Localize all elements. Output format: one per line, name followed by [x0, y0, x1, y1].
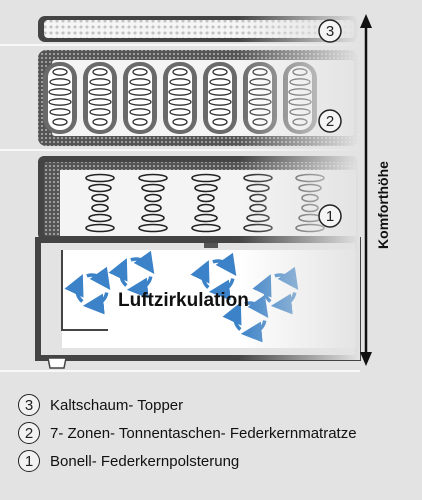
- bonell-spring: [191, 173, 221, 233]
- legend-number-2: 2: [18, 422, 40, 444]
- fade-overlay: [238, 10, 360, 360]
- layer-number-2-text: 2: [326, 113, 334, 130]
- pocket-spring: [123, 62, 157, 134]
- legend-item-bonell: 1 Bonell- Federkernpolsterung: [18, 448, 418, 474]
- legend-text-bonell: Bonell- Federkernpolsterung: [50, 452, 240, 470]
- bonell-spring: [138, 173, 168, 233]
- layer-number-3: 3: [318, 19, 342, 43]
- comfort-height-axis: Komforthöhe: [360, 14, 391, 366]
- layer-number-1: 1: [318, 204, 342, 228]
- legend-text-topper: Kaltschaum- Topper: [50, 396, 184, 414]
- air-arrow-cycle: [64, 266, 111, 315]
- legend-number-1: 1: [18, 450, 40, 472]
- mattress-layer-diagram: Luftzirkulation 3 2 1 Komforthöhe: [0, 10, 391, 372]
- comfort-height-label: Komforthöhe: [375, 161, 391, 249]
- legend-item-pocket-spring: 2 7- Zonen- Tonnentaschen- Federkernmatr…: [18, 420, 418, 446]
- pocket-spring: [163, 62, 197, 134]
- air-arrow-cycle: [190, 252, 237, 301]
- layer-number-3-text: 3: [326, 23, 334, 40]
- pocket-spring: [83, 62, 117, 134]
- legend-item-topper: 3 Kaltschaum- Topper: [18, 392, 418, 418]
- legend-number-3: 3: [18, 394, 40, 416]
- pocket-spring: [203, 62, 237, 134]
- air-circulation-label: Luftzirkulation: [118, 290, 249, 311]
- pocket-spring: [43, 62, 77, 134]
- bonell-spring: [85, 173, 115, 233]
- layer-number-1-text: 1: [326, 208, 334, 225]
- air-arrow-cycle: [108, 250, 155, 299]
- legend-text-pocket-spring: 7- Zonen- Tonnentaschen- Federkernmatrat…: [50, 424, 357, 442]
- layer-number-2: 2: [318, 109, 342, 133]
